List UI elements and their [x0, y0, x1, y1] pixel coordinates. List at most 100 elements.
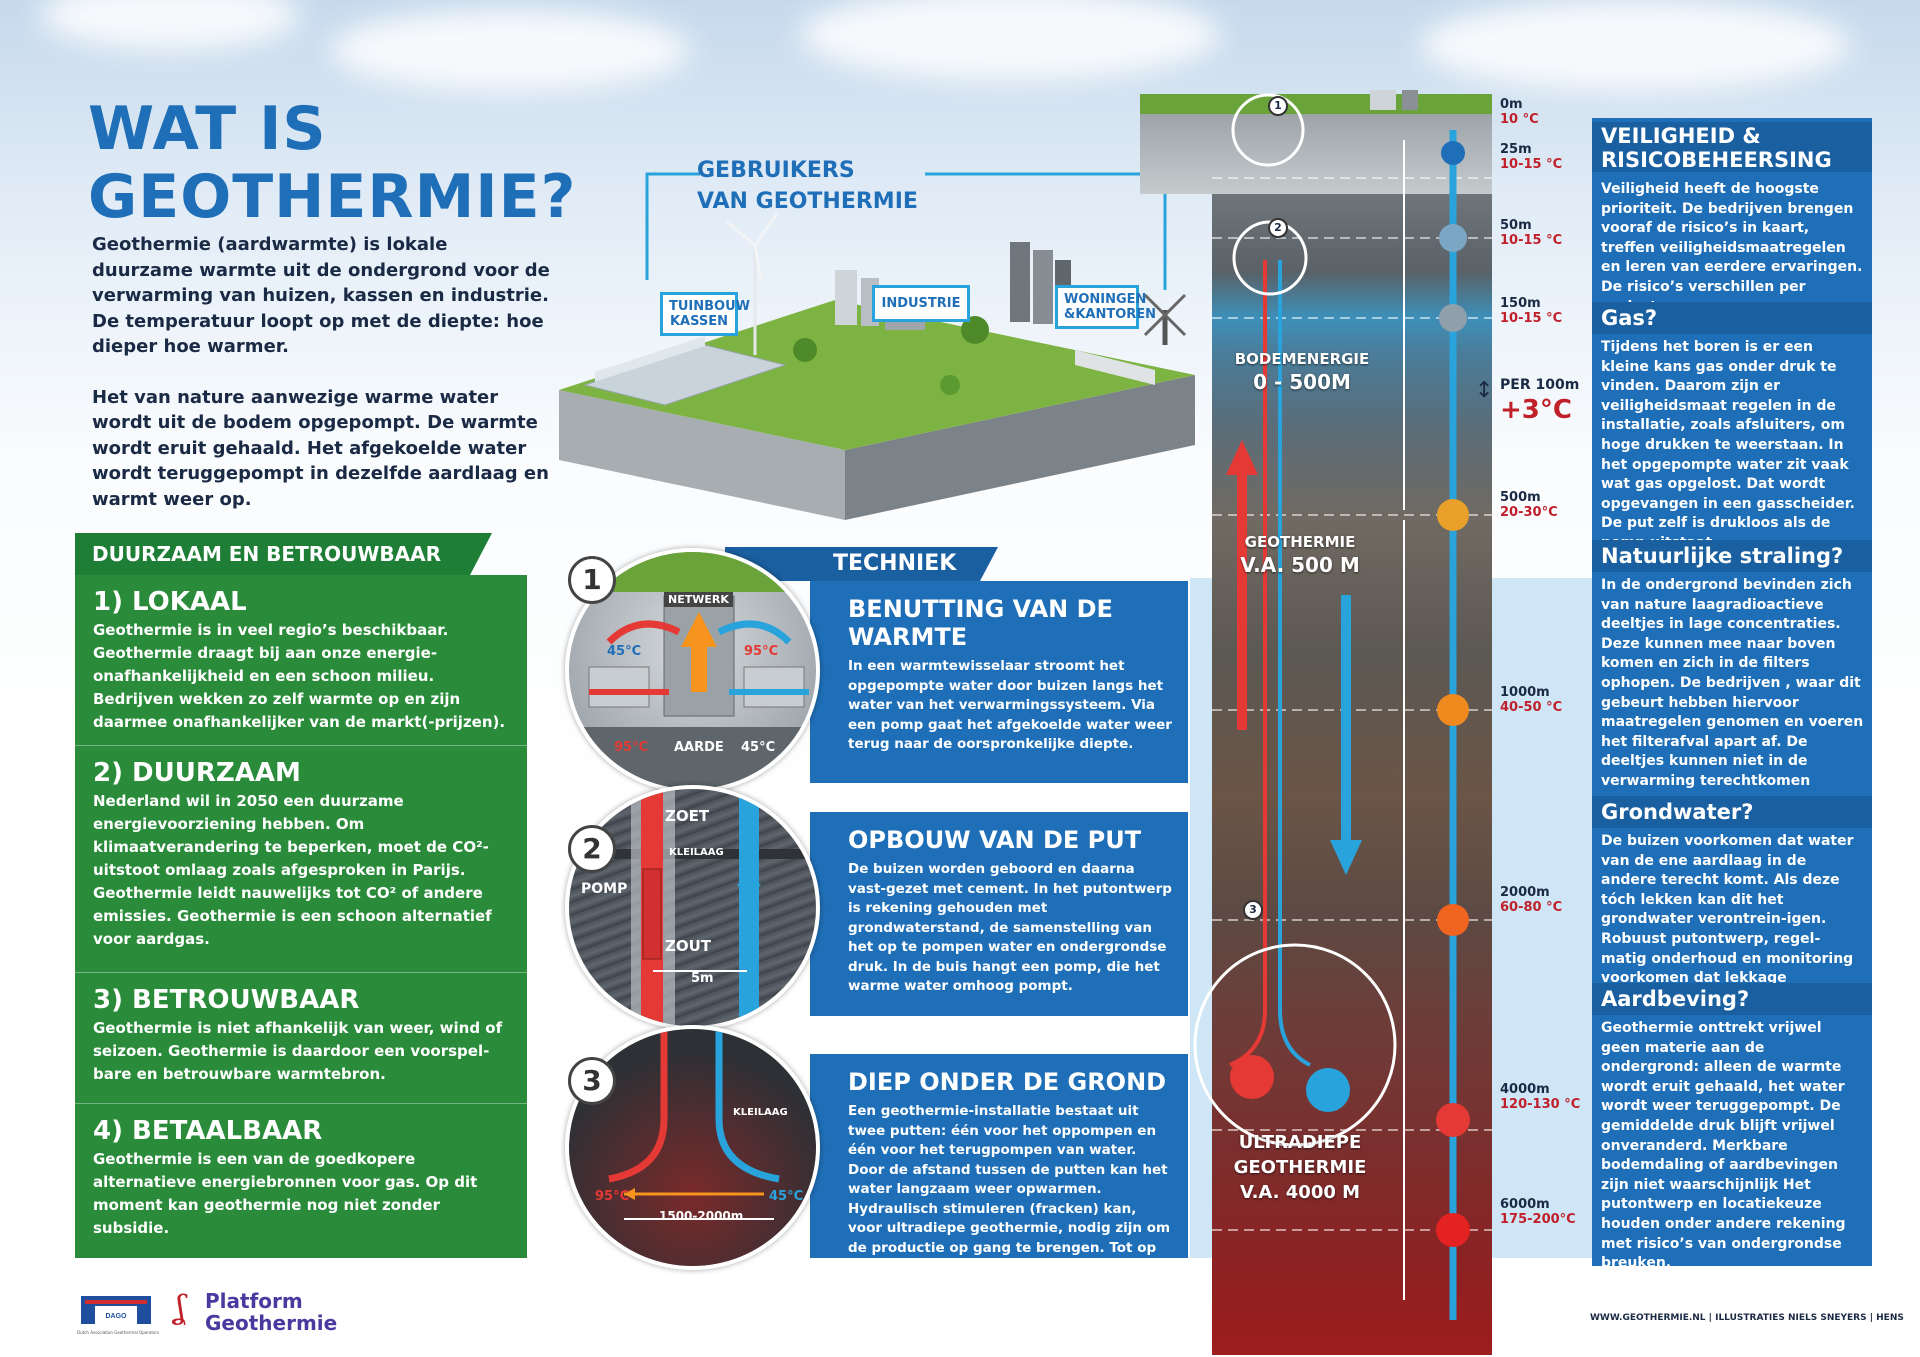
- label-line: 0 - 500M: [1253, 370, 1351, 394]
- right-section-title: Aardbeving?: [1592, 983, 1872, 1015]
- zoet-label: ZOET: [665, 807, 710, 825]
- gradient-value: +3°C: [1500, 395, 1572, 425]
- gradient-label: PER 100m: [1500, 377, 1580, 393]
- tree: [961, 316, 989, 344]
- tower: [1010, 242, 1030, 322]
- depth-t: 40-50 °C: [1500, 700, 1563, 715]
- green-panel-header: DUURZAAM EN BETROUWBAAR: [75, 533, 470, 575]
- logo-line: Platform: [205, 1289, 303, 1313]
- block-side: [559, 390, 845, 520]
- green-section: 1) LOKAAL Geothermie is in veel regio’s …: [75, 575, 527, 745]
- houses: [1075, 350, 1155, 385]
- hot-reservoir: [1230, 1055, 1274, 1099]
- down-arrow-icon: [1341, 595, 1351, 845]
- label-line: ULTRADIEPE: [1238, 1132, 1362, 1153]
- green-section: 2) DUURZAAM Nederland wil in 2050 een du…: [75, 745, 527, 948]
- right-section-text: De buizen voorkomen dat water van de ene…: [1592, 828, 1872, 1006]
- right-section-text: Veiligheid heeft de hoogste prioriteit. …: [1592, 176, 1872, 315]
- cloud: [330, 10, 690, 90]
- depth-m: 1000m: [1500, 685, 1550, 700]
- temp-node: [1436, 1213, 1470, 1247]
- ground: [569, 727, 816, 789]
- depth-t: 120-130 °C: [1500, 1097, 1581, 1112]
- block-side: [845, 375, 1195, 520]
- geological-column: [1212, 190, 1492, 1355]
- depth-m: 0m: [1500, 97, 1523, 112]
- section-text: Nederland wil in 2050 een duurzame energ…: [93, 792, 492, 948]
- right-section-text: Geothermie onttrekt vrijwel geen materie…: [1592, 1015, 1872, 1271]
- pomp-label: POMP: [581, 881, 628, 897]
- temp-node: [1439, 224, 1467, 252]
- techniek-box-2: OPBOUW VAN DE PUT De buizen worden geboo…: [810, 812, 1188, 1016]
- depth-m: 6000m: [1500, 1197, 1550, 1212]
- marker-circle: [1193, 943, 1397, 1147]
- depth-t: 20-30°C: [1500, 505, 1558, 520]
- box-text: In een warmtewisselaar stroomt het opgep…: [848, 658, 1172, 752]
- windmill-blade: [1143, 293, 1187, 337]
- techniek-tab-shape: [980, 547, 998, 581]
- dago-logo-icon: DAGO: [77, 1290, 155, 1330]
- dago-text: DAGO: [106, 1313, 128, 1320]
- title-line: VAN GEOTHERMIE: [697, 189, 918, 214]
- cold-flow-arrow: [717, 620, 792, 645]
- right-section-title: Natuurlijke straling?: [1592, 540, 1872, 572]
- kleilaag-label: KLEILAAG: [733, 1107, 788, 1118]
- depth-t: 10-15 °C: [1500, 233, 1563, 248]
- box-text: De buizen worden geboord en daarna vast-…: [848, 861, 1172, 994]
- building: [1370, 90, 1396, 110]
- pump: [642, 868, 662, 960]
- step-number: 1: [568, 556, 616, 604]
- pump-unit: [743, 666, 805, 708]
- label-line: GEOTHERMIE: [1244, 533, 1356, 551]
- marker-circle: [1231, 93, 1305, 167]
- logo-line: Geothermie: [205, 1311, 338, 1335]
- section-title: 2) DUURZAAM: [93, 758, 301, 788]
- tree: [793, 338, 817, 362]
- section-text: Geothermie is niet afhankelijk van weer,…: [93, 1019, 503, 1083]
- green-section: 3) BETROUWBAAR Geothermie is niet afhank…: [75, 972, 527, 1103]
- cloud: [40, 0, 300, 50]
- title-line: GEOTHERMIE?: [88, 162, 577, 232]
- title-line: WAT IS: [88, 94, 327, 164]
- box-text: Een geothermie-installatie bestaat uit t…: [848, 1103, 1171, 1275]
- temp-node: [1436, 1103, 1470, 1137]
- turbine-blade: [753, 213, 779, 246]
- temp-node: [1439, 304, 1467, 332]
- depth-m: 500m: [1500, 490, 1541, 505]
- techniek-box-3: DIEP ONDER DE GROND Een geothermie-insta…: [810, 1054, 1188, 1275]
- label-line: GEOTHERMIE: [1233, 1157, 1367, 1178]
- box-title: DIEP ONDER DE GROND: [848, 1068, 1167, 1096]
- temp-label: 95°C: [595, 1189, 630, 1204]
- platform-logo: Platform Geothermie: [205, 1290, 337, 1334]
- temp-label: 45°C: [741, 740, 776, 755]
- zone-label-bodemenergie: BODEMENERGIE 0 - 500M: [1222, 350, 1382, 395]
- temp-node: [1441, 141, 1465, 165]
- depth-t: 60-80 °C: [1500, 900, 1563, 915]
- right-section-title: Grondwater?: [1592, 796, 1872, 828]
- footer-credits: WWW.GEOTHERMIE.NL | ILLUSTRATIES NIELS S…: [1590, 1313, 1904, 1323]
- platform-logo-icon: ʆ: [175, 1288, 186, 1326]
- temperature-nodes: [1436, 141, 1470, 1247]
- column-overlay: [1193, 90, 1492, 1320]
- netwerk-label: NETWERK: [664, 592, 733, 607]
- injection-pipe: [1278, 1009, 1311, 1067]
- temp-node: [1437, 904, 1469, 936]
- tower: [1033, 250, 1053, 324]
- depth-m: 150m: [1500, 296, 1541, 311]
- depth-m: 50m: [1500, 218, 1532, 233]
- injection-well: [715, 1029, 780, 1183]
- section-text: Geothermie is in veel regio’s beschikbaa…: [93, 621, 506, 731]
- depth-m: 4000m: [1500, 1082, 1550, 1097]
- green-section: 4) BETAALBAAR Geothermie is een van de g…: [75, 1103, 527, 1258]
- grass-surface: [559, 300, 1195, 450]
- production-well: [608, 1029, 668, 1183]
- right-section-title: Gas?: [1592, 302, 1872, 334]
- cloud: [800, 0, 1220, 80]
- section-title: 4) BETAALBAAR: [93, 1116, 323, 1146]
- depth-t: 175-200°C: [1500, 1212, 1576, 1227]
- callout-tuinbouw: TUINBOUW KASSEN: [660, 292, 750, 336]
